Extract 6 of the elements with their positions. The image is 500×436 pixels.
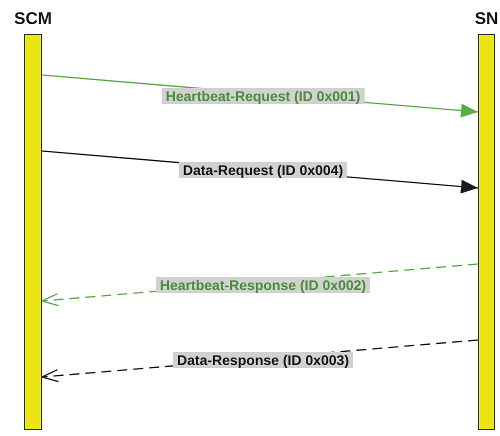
- edge-label: Heartbeat-Request (ID 0x001): [162, 88, 364, 104]
- edge-label: Heartbeat-Response (ID 0x002): [156, 277, 370, 293]
- lifeline-label: SN: [474, 8, 498, 30]
- edge-label: Data-Response (ID 0x003): [173, 352, 353, 368]
- edge-label: Data-Request (ID 0x004): [178, 162, 348, 178]
- lifeline-label: SCM: [14, 8, 52, 30]
